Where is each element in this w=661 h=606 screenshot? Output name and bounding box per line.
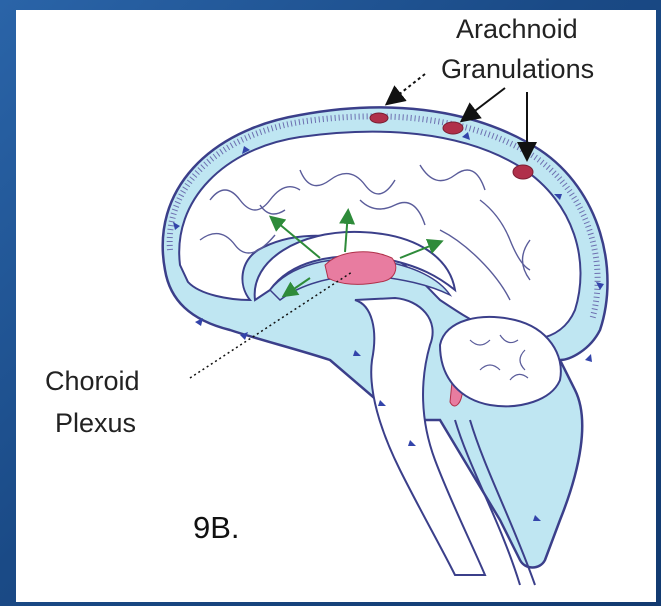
figure-caption: 9B.: [193, 513, 240, 543]
arachnoid-label-line2: Granulations: [441, 54, 594, 84]
choroid-label-line1: Choroid: [45, 366, 140, 396]
choroid-label-line2: Plexus: [55, 408, 136, 438]
arachnoid-label-line1: Arachnoid: [456, 14, 578, 44]
